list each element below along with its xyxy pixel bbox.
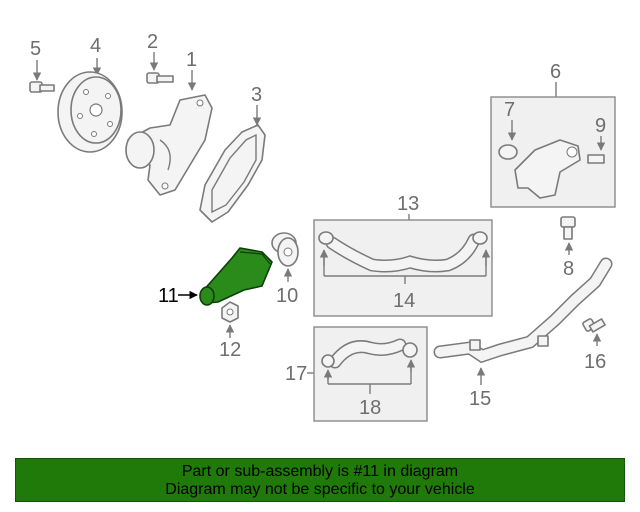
callout-9: 9: [595, 115, 606, 137]
callout-6: 6: [550, 61, 561, 83]
part-1-water-pump: [125, 70, 213, 196]
callout-17: 17: [285, 363, 307, 385]
box-17-hose-assembly: [307, 326, 428, 422]
part-2-bolt: [146, 52, 174, 84]
callout-1: 1: [186, 49, 197, 71]
banner-line-1: Part or sub-assembly is #11 in diagram: [181, 463, 459, 480]
part-8-bolt: [560, 216, 576, 255]
callout-10: 10: [276, 285, 298, 307]
callout-2: 2: [147, 31, 158, 53]
callout-16: 16: [584, 351, 606, 373]
box-6-housing-assembly: [490, 82, 616, 208]
part-16-bolt: [582, 318, 606, 346]
part-5-bolt: [29, 60, 55, 93]
box-13-hose-assembly: [313, 214, 493, 317]
part-10-thermostat: [271, 232, 299, 282]
callout-11: 11: [158, 285, 179, 307]
callout-14: 14: [393, 290, 415, 312]
parts-diagram: 5 4 2 1 3: [29, 31, 616, 422]
info-banner: Part or sub-assembly is #11 in diagram D…: [15, 458, 625, 502]
callout-4: 4: [90, 35, 101, 57]
part-12-nut: [221, 301, 239, 338]
callout-13: 13: [397, 193, 419, 215]
part-3-gasket: [199, 105, 266, 223]
part-15-water-pipe: [433, 257, 613, 385]
callout-18: 18: [359, 397, 381, 419]
callout-3: 3: [251, 84, 262, 106]
callout-8: 8: [563, 258, 574, 280]
callout-15: 15: [469, 388, 491, 410]
callout-7: 7: [504, 99, 515, 121]
callout-5: 5: [30, 38, 41, 60]
banner-line-2: Diagram may not be specific to your vehi…: [165, 481, 475, 498]
part-11-water-outlet: [178, 247, 273, 306]
part-4-pulley: [57, 58, 123, 153]
callout-12: 12: [219, 339, 241, 361]
